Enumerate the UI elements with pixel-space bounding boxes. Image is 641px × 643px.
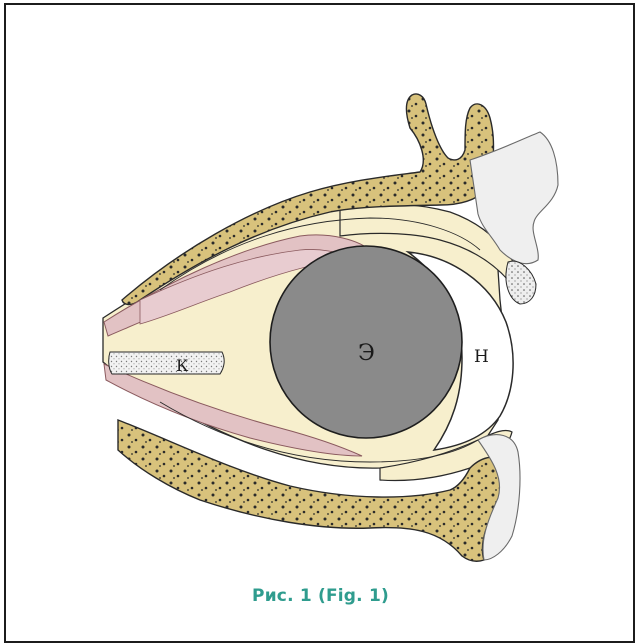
label-anterior: Н [474,347,489,367]
figure-caption: Рис. 1 (Fig. 1) [0,586,641,606]
optic-nerve [109,352,224,374]
label-nerve: К [176,356,189,375]
orbit-diagram: Э Н К [0,0,641,623]
tarsal-plate [506,261,536,304]
label-eyeball: Э [358,341,375,366]
